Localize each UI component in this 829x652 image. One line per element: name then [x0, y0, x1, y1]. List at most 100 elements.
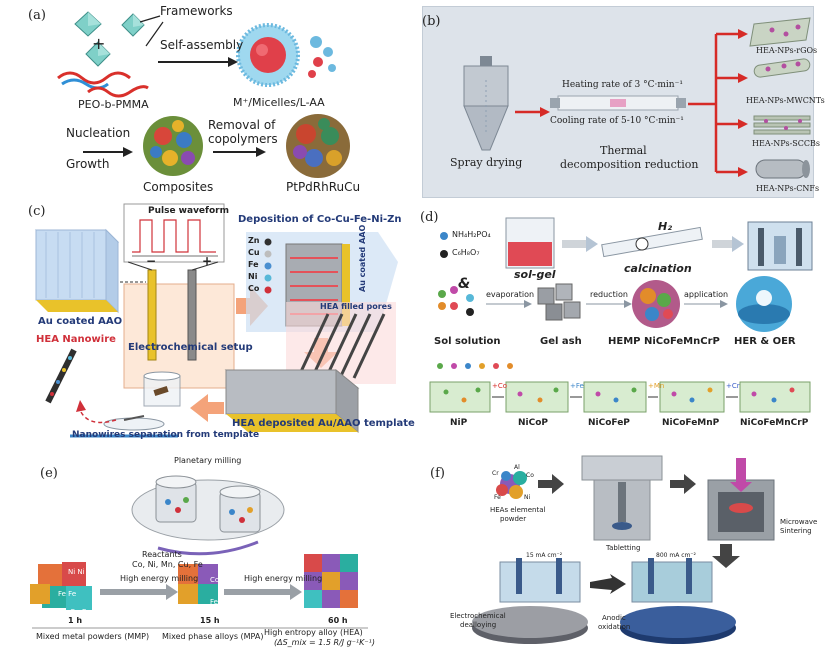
phosphide-sequence	[429, 381, 811, 413]
panel-f-label: (f)	[430, 466, 445, 481]
tabletting-label: Tabletting	[606, 544, 641, 552]
element-legend-dots	[437, 363, 513, 369]
el-cr: Cr	[492, 470, 499, 477]
hea-nanowire	[45, 348, 77, 404]
add-fe: +Fe	[570, 382, 584, 390]
calcination-label: calcination	[624, 262, 692, 275]
panel-d-graphic	[429, 217, 813, 413]
cube-mpa-mn: Mn	[230, 598, 241, 606]
cube-mn: Mn Mn	[96, 594, 120, 602]
panel-a-label: (a)	[28, 8, 46, 23]
separation-dishes	[103, 371, 181, 431]
aao-block	[34, 228, 120, 314]
milling-label: Planetary milling	[174, 456, 242, 465]
reagent-2: C₆H₈O₇	[452, 248, 480, 257]
el-fe: Fe	[494, 494, 501, 501]
add-mn: +Mn	[648, 382, 665, 390]
electrolyzer	[747, 221, 813, 271]
product-label: PtPdRhRuCu	[286, 180, 361, 194]
product-cnf-label: HEA-NPs-CNFs	[756, 184, 820, 193]
el-ni: Ni	[524, 494, 531, 501]
current-label-2: 800 mA cm⁻²	[656, 552, 696, 559]
ampersand: &	[458, 276, 471, 292]
au-coated-label: Au coated AAO	[38, 316, 123, 327]
micelle-sphere	[236, 23, 300, 87]
product-mwcnt-label: HEA-NPs-MWCNTs	[746, 96, 825, 105]
sccb-layers	[753, 115, 811, 135]
microwave-label-2: Sintering	[780, 527, 812, 535]
oxidation-tank	[631, 558, 713, 603]
application-label: application	[684, 290, 729, 299]
element-ni: Ni	[248, 272, 258, 281]
electrochemical-cell	[123, 261, 235, 389]
mwcnt-tubes	[753, 58, 811, 78]
panel-c-label: (c)	[28, 204, 46, 219]
oxidation-label-1: Anodic	[602, 614, 626, 622]
seq-nicofep: NiCoFeP	[588, 418, 630, 428]
reactant-list: Co, Ni, Mn, Cu, Fe	[132, 560, 203, 569]
composites-label: Composites	[143, 180, 214, 194]
time-2: 15 h	[200, 616, 220, 625]
nucleation-label: Nucleation	[66, 126, 131, 140]
el-al: Al	[514, 464, 520, 471]
cube-mpa-fe: Fe	[210, 598, 218, 606]
panel-c-graphic	[34, 203, 398, 438]
powder-label-2: powder	[500, 515, 527, 523]
framework-octahedra	[74, 11, 145, 67]
removal-label-2: copolymers	[208, 132, 278, 146]
hea-filled-pores	[286, 302, 396, 384]
current-label-1: 15 mA cm⁻²	[526, 552, 563, 559]
cube-cu: Cu Cu	[90, 570, 111, 578]
seq-nicofemncrp: NiCoFeMnCrP	[740, 418, 809, 428]
element-zn: Zn	[248, 236, 260, 245]
growth-label: Growth	[66, 157, 110, 171]
pulse-waveform-chart	[123, 203, 225, 263]
cube-ni: Ni Ni	[68, 568, 85, 576]
spray-dryer	[463, 56, 509, 151]
deposited-label: HEA deposited Au/AAO template	[232, 418, 415, 429]
h2-label: H₂	[658, 220, 673, 233]
panel-e: (e)	[28, 452, 408, 652]
panel-b-graphic	[463, 17, 811, 179]
pulse-title: Pulse waveform	[148, 206, 229, 216]
her-oer-label: HER & OER	[734, 336, 796, 347]
reagent-1: NH₄H₂PO₄	[452, 230, 491, 239]
sol-gel-label: sol-gel	[514, 268, 556, 281]
hea-label: High entropy alloy (HEA)	[264, 628, 363, 637]
mmp-cubes	[30, 562, 92, 610]
hea-cube	[304, 554, 358, 608]
seq-nip: NiP	[450, 418, 468, 428]
mpa-label: Mixed phase alloys (MPA)	[162, 632, 264, 641]
dealloying-label-1: Electrochemical	[450, 612, 506, 620]
element-cu: Cu	[248, 248, 260, 257]
tube-furnace	[550, 95, 686, 111]
sol-solution-label: Sol solution	[434, 336, 501, 347]
hem-label-1: High energy milling	[120, 574, 199, 583]
mmp-label: Mixed metal powders (MMP)	[36, 632, 150, 641]
oxidation-label-2: oxidation	[598, 623, 631, 631]
thermal-label-1: Thermal	[600, 144, 647, 157]
sol-gel-beaker	[505, 217, 555, 269]
product-sphere	[286, 114, 350, 178]
entropy-label: (ΔS_mix = 1.5 R/J g⁻¹K⁻¹)	[274, 638, 375, 647]
el-co: Co	[526, 472, 534, 479]
micelles-label: M⁺/Micelles/L-AA	[233, 96, 325, 109]
element-co: Co	[248, 284, 260, 293]
evaporation-label: evaporation	[486, 290, 535, 299]
microwave-label-1: Microwave	[780, 518, 818, 526]
gel-ash-label: Gel ash	[540, 336, 582, 347]
panel-b: (b)	[420, 0, 825, 200]
panel-d-label: (d)	[420, 210, 439, 225]
minus-sign: −	[146, 254, 157, 268]
spray-label: Spray drying	[450, 156, 523, 169]
cooling-label: Cooling rate of 5-10 °C·min⁻¹	[550, 116, 684, 126]
mpa-cubes	[178, 564, 218, 604]
calcination-tube	[601, 226, 703, 258]
composite-sphere	[143, 116, 203, 176]
filled-pores-label: HEA filled pores	[320, 302, 392, 311]
panel-f: (f)	[420, 452, 820, 652]
powder-label-1: HEAs elemental	[490, 506, 546, 514]
microwave-sinter	[707, 458, 775, 541]
cube-fe: Fe Fe	[58, 590, 77, 598]
element-fe: Fe	[248, 260, 259, 269]
